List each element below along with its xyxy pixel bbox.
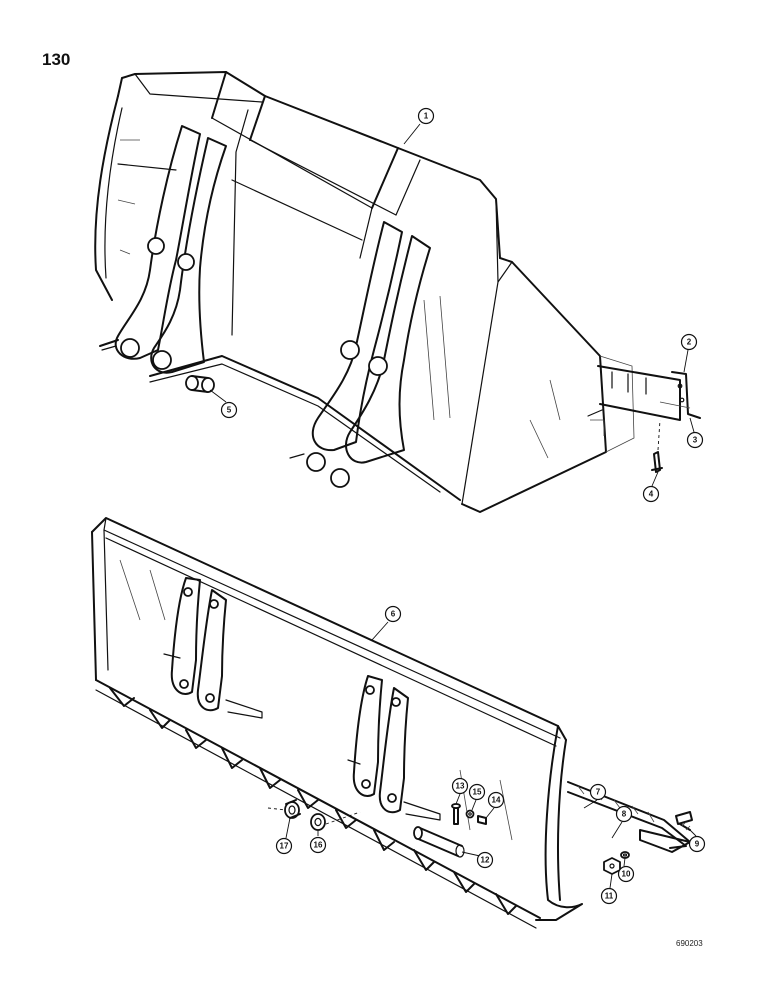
bolt [651, 419, 663, 473]
svg-text:14: 14 [492, 796, 501, 805]
spacer-bushing [185, 375, 215, 393]
svg-text:13: 13 [456, 782, 465, 791]
leader-lines [209, 123, 697, 889]
callout-6: 6 [384, 605, 402, 623]
svg-text:12: 12 [481, 856, 490, 865]
callout-1: 1 [417, 107, 435, 125]
loader-bucket [94, 71, 635, 513]
svg-text:7: 7 [596, 788, 601, 797]
callout-12: 12 [476, 851, 494, 869]
pivot-pin [413, 826, 465, 858]
svg-text:17: 17 [280, 842, 289, 851]
svg-text:15: 15 [473, 788, 482, 797]
callout-17: 17 [275, 837, 293, 855]
svg-text:5: 5 [227, 406, 232, 415]
callout-5: 5 [220, 401, 238, 419]
lock-washer [620, 851, 630, 859]
callout-4: 4 [642, 485, 660, 503]
callout-15: 15 [468, 783, 486, 801]
callout-13: 13 [451, 777, 469, 795]
svg-text:3: 3 [693, 436, 698, 445]
callout-10: 10 [617, 865, 635, 883]
hex-nut [603, 857, 621, 875]
pin-retaining-hardware [451, 803, 487, 825]
dozer-blade [91, 517, 583, 929]
svg-text:8: 8 [622, 810, 627, 819]
callout-14: 14 [487, 791, 505, 809]
callout-2: 2 [680, 333, 698, 351]
callout-7: 7 [589, 783, 607, 801]
svg-text:11: 11 [605, 892, 614, 901]
plow-bolt [675, 811, 693, 831]
drawing-code: 690203 [676, 939, 703, 948]
callout-3: 3 [686, 431, 704, 449]
svg-text:6: 6 [391, 610, 396, 619]
svg-text:9: 9 [695, 840, 700, 849]
svg-text:2: 2 [687, 338, 692, 347]
blade-bushing [284, 799, 301, 819]
blade-washer [310, 813, 326, 831]
end-bit [639, 829, 691, 853]
svg-text:4: 4 [649, 490, 654, 499]
callout-16: 16 [309, 836, 327, 854]
svg-text:1: 1 [424, 112, 429, 121]
page-number: 130 [42, 50, 71, 69]
svg-text:10: 10 [622, 870, 631, 879]
callout-9: 9 [688, 835, 706, 853]
side-cutter-bracket [597, 365, 701, 421]
callout-8: 8 [615, 805, 633, 823]
svg-text:16: 16 [314, 841, 323, 850]
callout-11: 11 [600, 887, 618, 905]
